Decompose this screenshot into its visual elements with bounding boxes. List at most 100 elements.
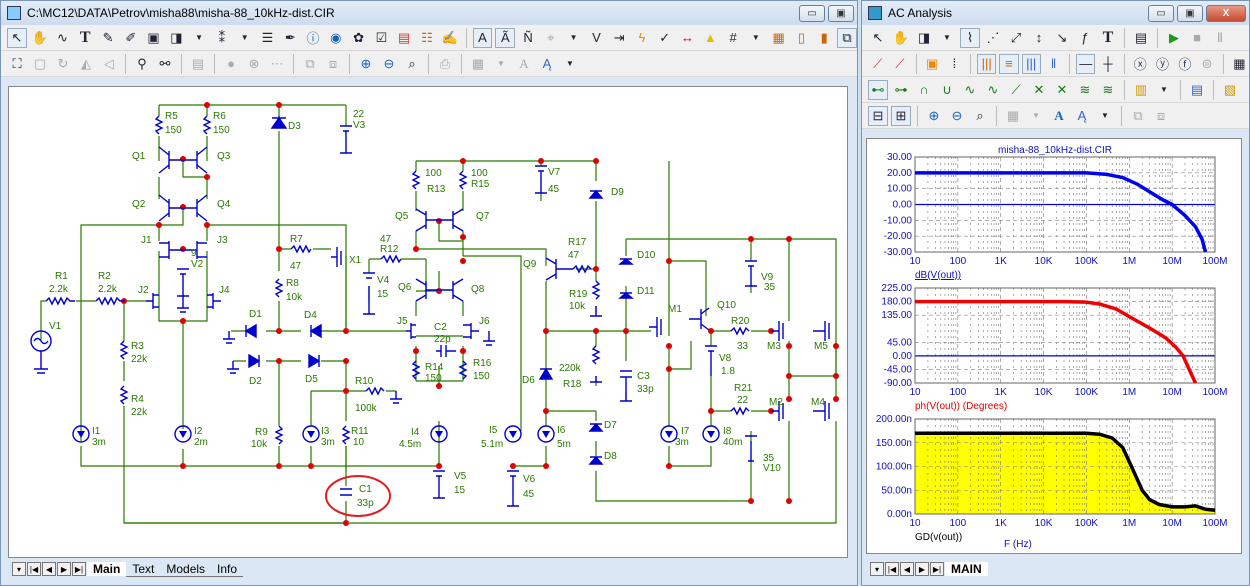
front-icon[interactable]: ⧉ <box>305 55 315 71</box>
peak-find-icon[interactable]: ∩ <box>919 82 929 97</box>
pause-icon[interactable]: Ⅱ <box>1216 29 1224 45</box>
last-tab-button[interactable]: ▶| <box>72 562 86 576</box>
list-icon[interactable]: ☷ <box>421 29 433 45</box>
ac-zoom-in-icon[interactable]: ⊕ <box>928 107 940 123</box>
find-icon[interactable]: ⚲ <box>137 55 147 71</box>
zoom-out-icon[interactable]: ⊖ <box>383 55 395 71</box>
ac-close-button[interactable]: X <box>1206 4 1246 22</box>
ac-back-icon[interactable]: ⧈ <box>1156 107 1166 123</box>
node-n-icon[interactable]: Ñ <box>523 30 533 45</box>
ac-maximize-button[interactable]: ▣ <box>1177 4 1203 22</box>
grid-pattern-icon[interactable]: ▦ <box>471 55 485 71</box>
structure-icon[interactable]: ⧉ <box>837 27 857 48</box>
tab-models[interactable]: Models <box>160 562 212 577</box>
ac-prev-tab-button[interactable]: ◀ <box>900 562 914 576</box>
pencil-2-icon[interactable]: ✐ <box>125 29 137 45</box>
blank-page-icon[interactable]: ▯ <box>797 29 806 45</box>
ac-first-tab-button[interactable]: |◀ <box>885 562 899 576</box>
scope-icon[interactable]: ⌇ <box>960 27 980 48</box>
flip-v-icon[interactable]: ◁ <box>104 55 114 71</box>
ac-last-tab-button[interactable]: ▶| <box>930 562 944 576</box>
attr-text-icon[interactable]: A <box>472 27 493 48</box>
check-list-icon[interactable]: ▤ <box>398 29 411 45</box>
help-icon[interactable]: ◉ <box>330 29 342 45</box>
info-icon[interactable]: ⓘ <box>306 31 320 46</box>
zoom-fit-icon[interactable]: ⌕ <box>408 55 416 71</box>
ac-grid-pattern-icon[interactable]: ▦ <box>1006 107 1020 123</box>
wire-icon[interactable]: ∿ <box>57 29 68 45</box>
ac-font-icon[interactable]: A <box>1054 107 1064 123</box>
dropdown-icon[interactable]: ▼ <box>1160 85 1168 94</box>
inflection-icon[interactable]: ⟋ <box>1011 81 1021 97</box>
text-icon[interactable]: T <box>79 28 91 46</box>
node-icon[interactable]: ⁑ <box>218 29 226 45</box>
dropdown-icon[interactable]: ▼ <box>566 59 574 68</box>
power-icon[interactable]: ϟ <box>638 30 646 45</box>
back-icon[interactable]: ⧈ <box>328 55 338 71</box>
x-axis-icon[interactable]: ⓧ <box>1133 57 1147 72</box>
ac-shapes-icon[interactable]: ◨ <box>917 29 931 45</box>
bottom-icon[interactable]: ≋ <box>1102 81 1114 97</box>
border-icon[interactable]: ▣ <box>926 55 939 71</box>
maximize-button[interactable]: ▣ <box>828 4 854 22</box>
prev-point-icon[interactable]: ⊶ <box>894 81 908 97</box>
pan-icon[interactable]: ✋ <box>31 29 48 45</box>
high-icon[interactable]: ∿ <box>964 81 976 97</box>
dropdown-icon[interactable]: ▼ <box>240 33 249 42</box>
table-edit-icon[interactable]: ▦ <box>1233 55 1246 71</box>
ac-zoom-out-icon[interactable]: ⊖ <box>951 107 963 123</box>
dropdown-icon[interactable]: ▼ <box>569 33 578 42</box>
more-icon[interactable]: ⋯ <box>270 55 284 71</box>
page-b-icon[interactable]: ▮ <box>820 29 828 45</box>
scale-x-icon[interactable]: ⊟ <box>868 105 888 126</box>
schematic-canvas[interactable]: R5 150 R6 150 Q1 Q3 Q2 Q4 J1 J3 9 V2 J2 … <box>8 86 848 558</box>
component-icon[interactable]: ▣ <box>147 29 160 45</box>
ac-front-icon[interactable]: ⧉ <box>1133 107 1143 123</box>
function-icon[interactable]: ƒ <box>1081 30 1089 45</box>
ac-zoom-fit-icon[interactable]: ⌕ <box>976 107 984 123</box>
properties-icon[interactable]: ▤ <box>1134 29 1148 45</box>
first-tab-button[interactable]: |◀ <box>27 562 41 576</box>
edit-icon[interactable]: ✍ <box>441 29 458 45</box>
node-numbers-icon[interactable]: Ã <box>495 27 516 48</box>
y-axis-icon[interactable]: ⓨ <box>1156 57 1170 72</box>
list-disabled-icon[interactable]: ⊜ <box>1201 55 1213 71</box>
ac-next-tab-button[interactable]: ▶ <box>915 562 929 576</box>
font-color-icon[interactable]: Ą <box>542 56 552 71</box>
ac-pan-icon[interactable]: ✋ <box>892 29 910 45</box>
tab-text[interactable]: Text <box>126 562 161 577</box>
pencil-icon[interactable]: ✎ <box>102 29 114 45</box>
hline-icon[interactable]: ― <box>1076 53 1096 74</box>
valley-icon[interactable]: ↘ <box>1056 29 1068 45</box>
dropdown-icon[interactable]: ▼ <box>1032 111 1040 120</box>
valley-find-icon[interactable]: ∪ <box>942 81 952 97</box>
top-icon[interactable]: ≋ <box>1079 81 1091 97</box>
ac-select-icon[interactable]: ↖ <box>872 29 884 45</box>
voltage-icon[interactable]: V <box>592 30 601 45</box>
doc-icon[interactable]: ▤ <box>191 55 205 71</box>
current-icon[interactable]: ⇥ <box>613 29 625 45</box>
cancel-icon[interactable]: ⊗ <box>248 55 260 71</box>
grid-icon[interactable]: # <box>729 30 737 45</box>
font-icon[interactable]: A <box>519 55 529 71</box>
numeric-output-icon[interactable]: ▤ <box>1190 81 1204 97</box>
next-point-icon[interactable]: ⊷ <box>868 79 888 100</box>
global-high-icon[interactable]: ✕ <box>1033 81 1045 97</box>
ac-font-color-icon[interactable]: Ą <box>1077 108 1087 123</box>
trace-2-icon[interactable]: ⟋ <box>895 55 905 71</box>
scale-y-icon[interactable]: ⊞ <box>891 105 911 126</box>
table-icon[interactable]: ☰ <box>261 29 274 45</box>
data-points-icon[interactable]: ⋰ <box>986 29 1000 45</box>
peak-icon[interactable]: ⤢ <box>1010 29 1022 45</box>
find-2-icon[interactable]: ⚯ <box>159 55 171 71</box>
zoom-in-icon[interactable]: ⊕ <box>360 55 372 71</box>
trace-icon[interactable]: ⟋ <box>873 55 883 71</box>
ac-text-icon[interactable]: T <box>1102 28 1114 46</box>
next-tab-button[interactable]: ▶ <box>57 562 71 576</box>
global-low-icon[interactable]: ✕ <box>1056 81 1068 97</box>
vgrid-3-icon[interactable]: ‖ <box>1050 56 1057 71</box>
prev-tab-button[interactable]: ◀ <box>42 562 56 576</box>
ac-minimize-button[interactable]: ▭ <box>1148 4 1174 22</box>
dots-icon[interactable]: ⁞ <box>952 56 957 71</box>
clipboard-icon[interactable]: ▥ <box>1134 81 1148 97</box>
